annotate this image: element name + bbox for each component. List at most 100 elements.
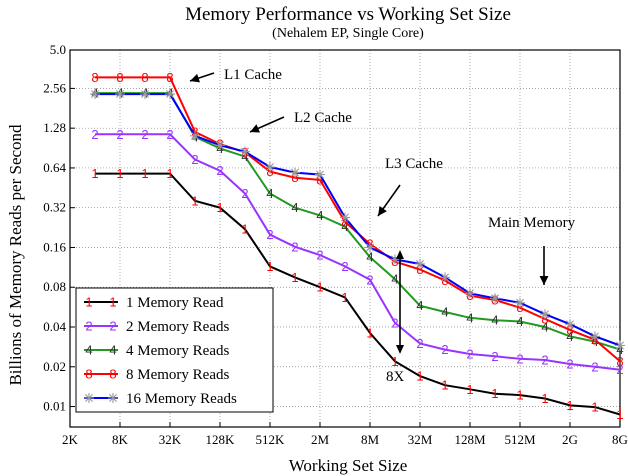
y-tick-label: 0.64 <box>43 160 66 175</box>
legend-marker: 2 <box>85 319 92 334</box>
data-point: 4 <box>516 314 523 329</box>
data-point: 2 <box>291 239 298 254</box>
data-point: 2 <box>541 353 548 368</box>
svg-text:1: 1 <box>591 400 598 415</box>
svg-text:1: 1 <box>341 290 348 305</box>
svg-text:8: 8 <box>316 172 323 187</box>
data-point: 4 <box>416 298 423 313</box>
annotation-label: L3 Cache <box>385 156 443 172</box>
legend-marker: 1 <box>85 295 92 310</box>
data-point <box>190 130 200 141</box>
x-tick-label: 512K <box>256 432 286 447</box>
y-tick-label: 2.56 <box>43 80 66 95</box>
data-point: 2 <box>491 349 498 364</box>
svg-text:4: 4 <box>109 343 116 358</box>
svg-text:1: 1 <box>541 391 548 406</box>
svg-text:1: 1 <box>316 280 323 295</box>
svg-text:2: 2 <box>116 127 123 142</box>
svg-text:8: 8 <box>566 322 573 337</box>
legend-marker: 4 <box>85 343 92 358</box>
svg-text:2: 2 <box>441 342 448 357</box>
svg-text:4: 4 <box>85 343 92 358</box>
data-point: 2 <box>516 351 523 366</box>
y-tick-label: 5.0 <box>50 42 66 57</box>
data-point: 2 <box>91 127 98 142</box>
data-point: 8 <box>291 170 298 185</box>
data-point <box>140 89 150 100</box>
data-point: 2 <box>391 315 398 330</box>
data-point: 2 <box>566 356 573 371</box>
svg-text:2: 2 <box>566 356 573 371</box>
l2-arrow <box>249 116 285 133</box>
data-point: 1 <box>441 378 448 393</box>
svg-text:2: 2 <box>591 359 598 374</box>
x-tick-label: 32K <box>159 432 182 447</box>
data-point: 1 <box>266 259 273 274</box>
data-point: 4 <box>391 272 398 287</box>
data-point <box>365 242 375 253</box>
legend-marker: 8 <box>85 367 92 382</box>
svg-text:8: 8 <box>166 70 173 85</box>
data-point <box>115 89 125 100</box>
svg-text:1: 1 <box>466 382 473 397</box>
svg-text:2: 2 <box>466 346 473 361</box>
annotation-label: L1 Cache <box>224 67 282 83</box>
svg-text:1: 1 <box>91 166 98 181</box>
data-point: 4 <box>591 334 598 349</box>
x-axis-label: Working Set Size <box>289 456 408 475</box>
data-point: 1 <box>391 354 398 369</box>
svg-text:1: 1 <box>441 378 448 393</box>
data-point: 8 <box>616 354 623 369</box>
svg-text:4: 4 <box>491 313 498 328</box>
y-tick-label: 0.32 <box>43 200 66 215</box>
plot-frame <box>69 49 621 428</box>
data-point <box>290 167 300 178</box>
data-point: 1 <box>591 400 598 415</box>
data-point: 2 <box>216 163 223 178</box>
data-point: 1 <box>166 166 173 181</box>
svg-text:1: 1 <box>109 295 116 310</box>
l1-arrow <box>189 72 215 83</box>
data-point: 1 <box>191 193 198 208</box>
svg-text:2: 2 <box>166 127 173 142</box>
data-point: 2 <box>591 359 598 374</box>
svg-text:4: 4 <box>291 200 298 215</box>
data-point: 1 <box>141 166 148 181</box>
chart-title: Memory Performance vs Working Set Size <box>185 4 511 25</box>
data-point: 1 <box>116 166 123 181</box>
data-point: 1 <box>241 222 248 237</box>
annotation-label: 8X <box>386 369 405 385</box>
data-point: 4 <box>566 329 573 344</box>
svg-text:2: 2 <box>141 127 148 142</box>
data-point <box>315 169 325 180</box>
data-point <box>490 293 500 304</box>
data-point <box>165 89 175 100</box>
data-point: 1 <box>366 326 373 341</box>
data-point <box>440 272 450 283</box>
data-point: 1 <box>466 382 473 397</box>
y-tick-label: 0.08 <box>43 279 66 294</box>
svg-text:1: 1 <box>241 222 248 237</box>
data-point: 4 <box>291 200 298 215</box>
data-point: 1 <box>316 280 323 295</box>
svg-text:1: 1 <box>116 166 123 181</box>
data-point: 8 <box>91 70 98 85</box>
x-tick-label: 8M <box>361 432 380 447</box>
y-axis-label: Billions of Memory Reads per Second <box>6 124 25 386</box>
data-point: 4 <box>366 250 373 265</box>
svg-text:2: 2 <box>91 127 98 142</box>
data-point: 2 <box>116 127 123 142</box>
svg-text:1: 1 <box>391 354 398 369</box>
data-point: 1 <box>541 391 548 406</box>
svg-text:2: 2 <box>616 362 623 377</box>
svg-text:1: 1 <box>366 326 373 341</box>
svg-text:1: 1 <box>616 407 623 422</box>
svg-text:1: 1 <box>291 270 298 285</box>
